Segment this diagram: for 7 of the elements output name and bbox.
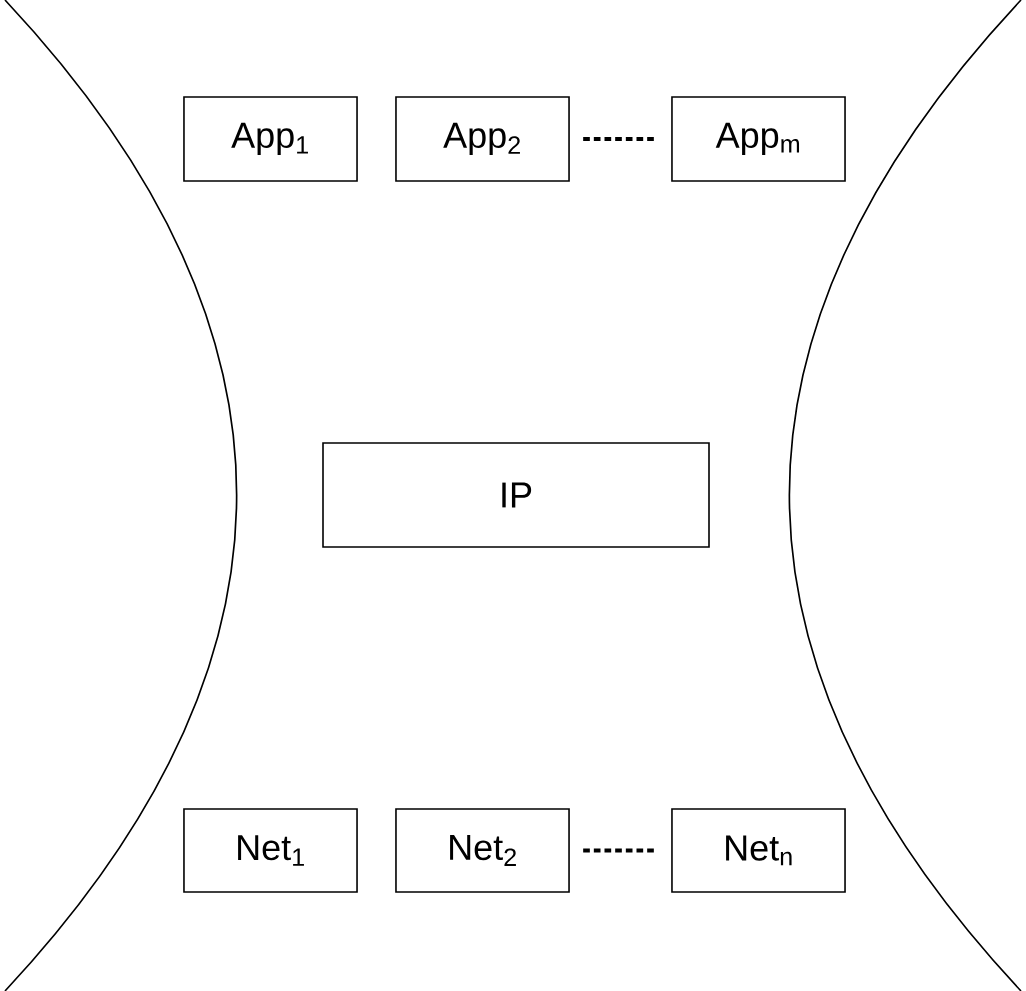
box: App$_{m}$ (671, 96, 846, 182)
box: App$_{1}$ (183, 96, 358, 182)
box: Net$_{2}$ (395, 808, 570, 893)
box: Net$_{1}$ (183, 808, 358, 893)
box: Net$_{n}$ (671, 808, 846, 893)
box: IP (322, 442, 710, 548)
box: App$_{2}$ (395, 96, 570, 182)
